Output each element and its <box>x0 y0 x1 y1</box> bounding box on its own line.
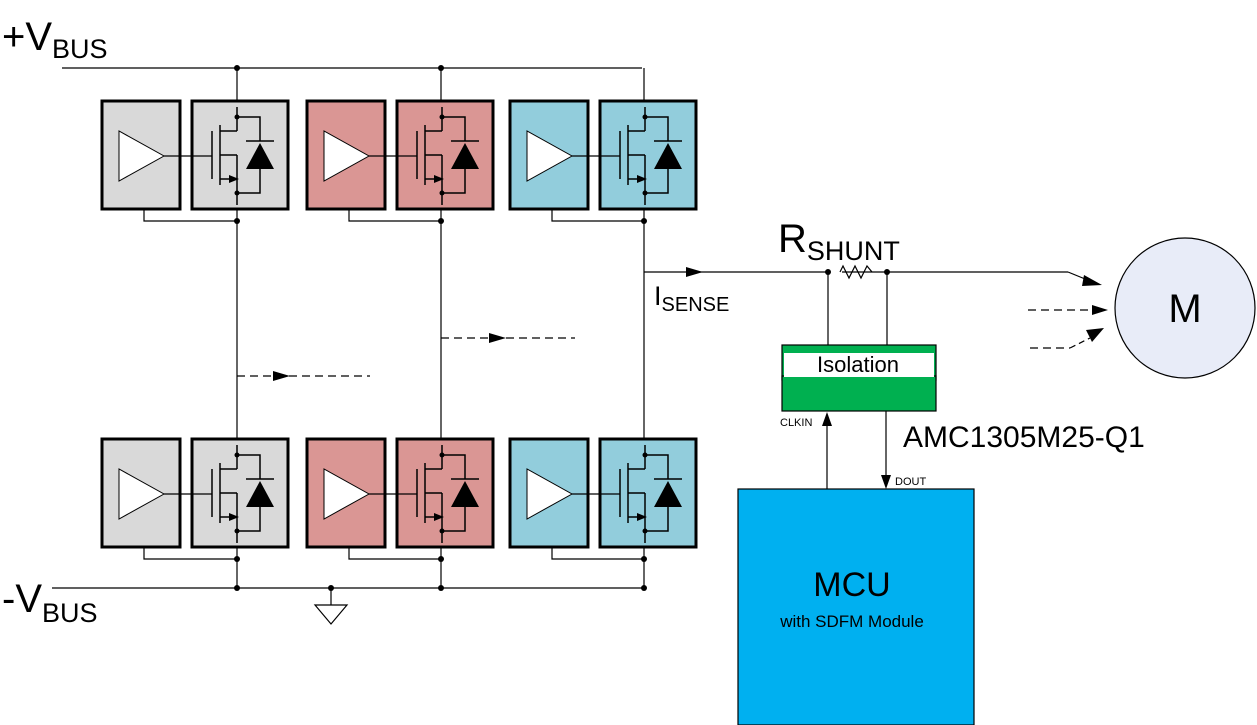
dout-label: DOUT <box>895 476 926 488</box>
isolation-bottom-block <box>781 375 937 412</box>
motor-circle <box>1114 237 1256 379</box>
amc-part-label: AMC1305M25-Q1 <box>903 421 1145 454</box>
dout-wire <box>881 411 891 489</box>
phase-b-low-switch <box>395 437 495 549</box>
phase-a-current-arrow <box>237 371 370 381</box>
phase-b-low-driver <box>305 437 387 549</box>
mcu-title: MCU <box>813 566 890 604</box>
vbus-neg-label: -VBUS <box>2 577 98 628</box>
gate-connections <box>164 155 620 495</box>
isolation-gap <box>784 353 934 377</box>
mcu-subtitle: with SDFM Module <box>779 612 924 631</box>
junction-dots <box>234 65 647 591</box>
phase-c-high-driver <box>508 99 590 211</box>
phase-b-high-switch <box>395 99 495 211</box>
clkin-label: CLKIN <box>780 417 812 429</box>
shunt-resistor <box>825 264 890 345</box>
phase-b-current-arrow <box>441 333 575 343</box>
phase-a-high-driver <box>100 99 182 211</box>
ground-symbol <box>313 588 349 625</box>
driver-return-lines <box>143 209 644 560</box>
phase-c-low-driver <box>508 437 590 549</box>
mcu-block <box>737 488 975 725</box>
isense-wire <box>644 267 1102 286</box>
phase-a-low-driver <box>100 437 182 549</box>
rshunt-label: RSHUNT <box>778 217 900 266</box>
phase-wires <box>236 68 645 588</box>
vbus-pos-label: +VBUS <box>2 15 108 64</box>
isense-label: ISENSE <box>654 281 729 316</box>
motor-dashed-inputs <box>1028 305 1108 349</box>
phase-c-high-switch <box>598 99 698 211</box>
motor-label: M <box>1168 287 1201 331</box>
phase-b-high-driver <box>305 99 387 211</box>
isolation-label: Isolation <box>817 352 899 377</box>
phase-a-low-switch <box>190 437 290 549</box>
phase-c-low-switch <box>598 437 698 549</box>
phase-a-high-switch <box>190 99 290 211</box>
clkin-wire <box>822 412 832 489</box>
